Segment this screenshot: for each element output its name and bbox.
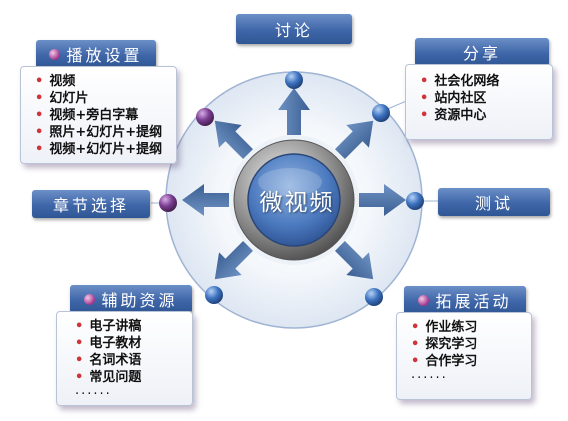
resources-panel: •电子讲稿 •电子教材 •名词术语 •常见问题 ······ <box>56 311 193 406</box>
discuss-tag[interactable]: 讨论 <box>236 14 352 44</box>
node-chapter <box>159 194 177 212</box>
list-item[interactable]: •资源中心 <box>420 108 487 123</box>
share-label: 分享 <box>462 44 501 63</box>
list-item[interactable]: •视频+旁白字幕 <box>35 108 139 123</box>
arrow-to-settings <box>214 120 253 159</box>
resources-tag[interactable]: 辅助资源 <box>70 285 192 313</box>
list-item[interactable]: •探究学习 <box>411 337 478 352</box>
list-item[interactable]: •作业练习 <box>411 320 478 335</box>
settings-bullet-icon <box>49 48 61 60</box>
node-settings <box>196 108 214 126</box>
list-item[interactable]: •视频 <box>35 74 76 89</box>
activities-label: 拓展活动 <box>435 292 512 311</box>
chapter-tag[interactable]: 章节选择 <box>32 190 150 218</box>
node-test <box>406 192 424 210</box>
arrow-to-resources <box>214 241 253 280</box>
activities-panel: •作业练习 •探究学习 •合作学习 ······ <box>396 312 532 400</box>
list-item[interactable]: •电子讲稿 <box>75 319 142 334</box>
node-resources <box>205 286 223 304</box>
resources-label: 辅助资源 <box>101 291 178 310</box>
center-label: 微视频 <box>259 190 335 216</box>
node-discuss <box>285 71 303 89</box>
list-item[interactable]: •名词术语 <box>75 353 142 368</box>
test-tag[interactable]: 测试 <box>438 188 550 216</box>
list-item[interactable]: •幻灯片 <box>35 91 89 106</box>
list-item[interactable]: •照片+幻灯片+提纲 <box>35 125 163 140</box>
node-share <box>372 104 390 122</box>
node-activities <box>365 288 383 306</box>
list-item[interactable]: •合作学习 <box>411 354 478 369</box>
resources-bullet-icon <box>84 293 96 305</box>
arrow-to-discuss <box>278 88 310 135</box>
arrow-to-activities <box>335 241 374 280</box>
arrow-to-chapter <box>182 184 229 216</box>
share-tag[interactable]: 分享 <box>415 38 549 66</box>
activities-bullet-icon <box>418 294 430 306</box>
settings-panel: •视频 •幻灯片 •视频+旁白字幕 •照片+幻灯片+提纲 •视频+幻灯片+提纲 <box>20 66 177 164</box>
list-item[interactable]: •站内社区 <box>420 91 487 106</box>
chapter-label: 章节选择 <box>52 196 129 215</box>
settings-label: 播放设置 <box>66 46 143 65</box>
share-panel: •社会化网络 •站内社区 •资源中心 <box>405 64 553 140</box>
list-item[interactable]: •视频+幻灯片+提纲 <box>35 142 163 157</box>
list-item[interactable]: •电子教材 <box>75 336 142 351</box>
activities-tag[interactable]: 拓展活动 <box>404 286 526 314</box>
discuss-label: 讨论 <box>274 21 313 40</box>
list-item[interactable]: •社会化网络 <box>420 74 500 89</box>
hub-inner <box>247 153 341 247</box>
arrow-to-share <box>335 120 374 159</box>
list-item[interactable]: •常见问题 <box>75 370 142 385</box>
hub-gloss <box>258 168 322 196</box>
settings-tag[interactable]: 播放设置 <box>36 40 156 68</box>
arrow-to-test <box>359 184 406 216</box>
more-indicator: ······ <box>75 387 112 402</box>
more-indicator: ······ <box>411 371 448 386</box>
test-label: 测试 <box>474 194 513 213</box>
